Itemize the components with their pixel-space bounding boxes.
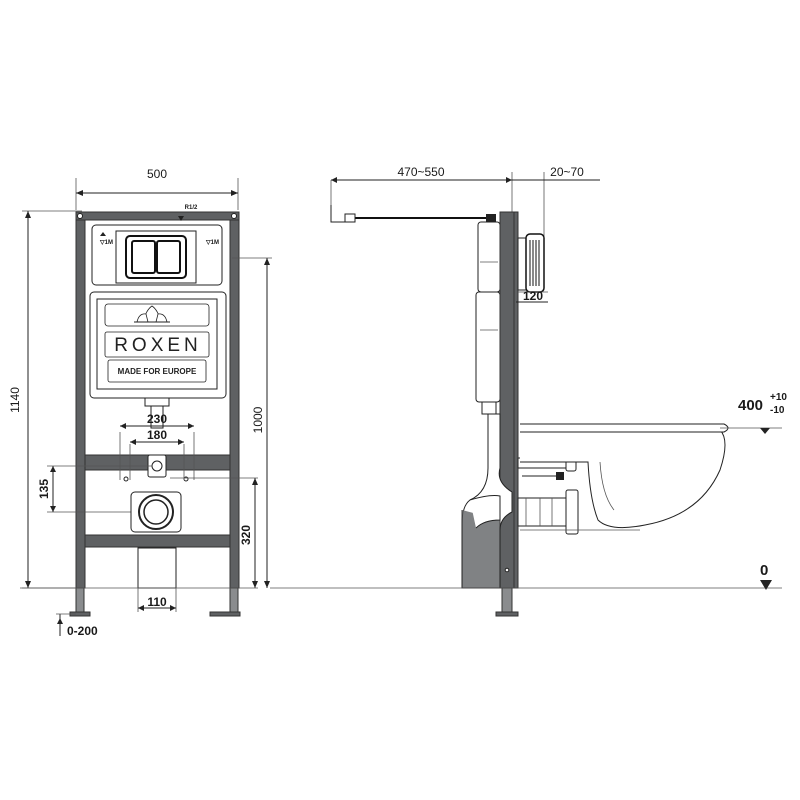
drain-stub bbox=[137, 547, 177, 589]
dim-180-label: 180 bbox=[147, 428, 167, 442]
dim-wall-label: 20~70 bbox=[550, 165, 584, 179]
dim-floor-level: 0 bbox=[270, 562, 782, 590]
dim-wall: 20~70 bbox=[512, 165, 600, 240]
dim-height-320: 320 bbox=[170, 477, 258, 588]
cistern-side-body bbox=[475, 291, 501, 403]
lotus-logo-icon bbox=[134, 305, 170, 323]
dim-bowl-height-plus: +10 bbox=[770, 392, 787, 403]
connection-label: R1/2 bbox=[185, 205, 198, 211]
dim-height-320-label: 320 bbox=[239, 525, 253, 545]
dim-height-1000: 1000 bbox=[232, 257, 272, 588]
flush-button-large bbox=[156, 240, 181, 274]
brand-name: ROXEN bbox=[114, 335, 202, 356]
side-view: 470~550 20~70 bbox=[270, 165, 787, 617]
dim-depth: 470~550 bbox=[330, 165, 513, 222]
dim-230-label: 230 bbox=[147, 412, 167, 426]
dim-floor-level-label: 0 bbox=[760, 562, 768, 579]
dim-depth-label: 470~550 bbox=[397, 165, 444, 179]
toilet-bowl bbox=[520, 429, 726, 529]
dim-flange: 120 bbox=[516, 289, 548, 303]
dim-adjust-label: 0-200 bbox=[67, 624, 98, 638]
foot-plate-right bbox=[209, 611, 241, 617]
frame-lower-crossbar bbox=[84, 534, 231, 548]
frame-leg-right bbox=[229, 587, 239, 615]
dim-height-1140: 1140 bbox=[8, 210, 82, 589]
dim-230: 230 bbox=[119, 412, 195, 480]
dim-width-500: 500 bbox=[75, 167, 239, 210]
dim-110-label: 110 bbox=[147, 595, 167, 609]
frame-top-rail bbox=[75, 211, 240, 221]
drain-connector-side bbox=[517, 489, 579, 535]
cistern-outlet bbox=[144, 397, 170, 407]
frame-right-upright bbox=[229, 211, 240, 589]
dim-height-total-label: 1140 bbox=[8, 387, 22, 413]
frame-side-upright bbox=[499, 211, 515, 589]
flush-button-small bbox=[131, 240, 156, 274]
flush-plate-side bbox=[525, 233, 545, 293]
front-view: 500 1140 R1/2 bbox=[8, 167, 272, 638]
dim-bowl-height-minus: -10 bbox=[770, 405, 785, 416]
water-inlet-icon bbox=[178, 216, 184, 221]
drain-pipe-inner bbox=[143, 499, 169, 525]
dim-adjust: 0-200 bbox=[56, 613, 98, 638]
flush-actuator-side bbox=[517, 237, 527, 291]
dim-180: 180 bbox=[129, 428, 185, 480]
dim-height-1000-label: 1000 bbox=[251, 406, 265, 433]
frame-side-leg bbox=[501, 587, 513, 615]
dim-bowl-height-label: 400 bbox=[738, 397, 763, 414]
dim-135-label: 135 bbox=[37, 479, 51, 499]
dim-135: 135 bbox=[37, 465, 152, 513]
cistern-mark-right: ▽1M bbox=[205, 240, 219, 246]
toilet-seat bbox=[520, 423, 729, 433]
brand-tagline: MADE FOR EUROPE bbox=[118, 367, 197, 376]
cistern-side-upper bbox=[477, 221, 501, 293]
dim-flange-label: 120 bbox=[523, 289, 543, 303]
dim-bowl-height: 400 +10 -10 bbox=[720, 392, 787, 434]
warning-icon bbox=[100, 232, 106, 236]
cistern-mark-left: ▽1M bbox=[99, 240, 113, 246]
dim-110: 110 bbox=[137, 588, 177, 612]
frame-left-upright bbox=[75, 211, 86, 589]
frame-leg-left bbox=[75, 587, 85, 615]
dim-width-label: 500 bbox=[147, 167, 167, 181]
